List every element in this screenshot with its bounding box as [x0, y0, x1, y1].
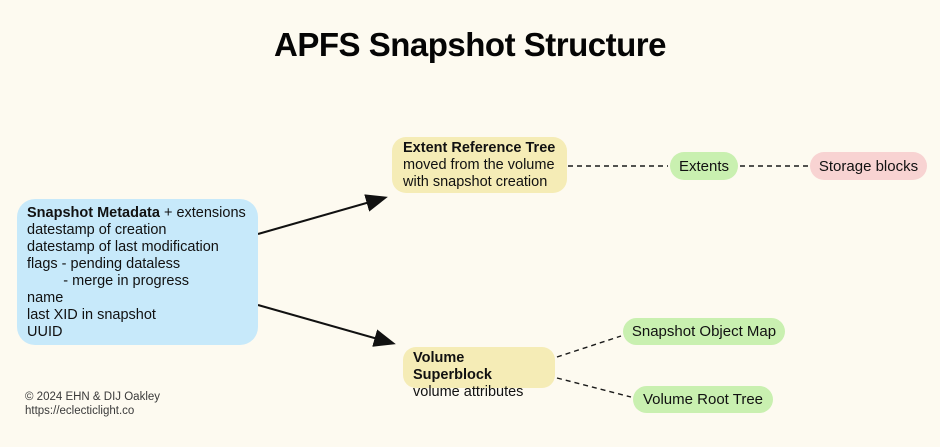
- volume-superblock-line: volume attributes: [413, 384, 524, 400]
- snapshot-metadata-title-line: Snapshot Metadata + extensions: [27, 205, 248, 222]
- dashed-superblock-to-object-map: [556, 335, 622, 358]
- snapshot-metadata-line: name: [27, 290, 64, 306]
- footer-url: https://eclecticlight.co: [25, 405, 135, 417]
- snapshot-metadata-line: UUID: [27, 324, 63, 340]
- page-title: APFS Snapshot Structure: [274, 26, 666, 63]
- volume-root-tree-label: Volume Root Tree: [642, 391, 764, 408]
- volume-superblock-box: Volume Superblock volume attributes: [403, 347, 555, 400]
- extent-reference-tree-line: moved from the volume: [403, 157, 555, 173]
- snapshot-metadata-line: datestamp of creation: [27, 222, 167, 238]
- extent-reference-tree-title: Extent Reference Tree: [403, 140, 556, 156]
- snapshot-metadata-line: datestamp of last modification: [27, 239, 219, 255]
- snapshot-metadata-title: Snapshot Metadata: [27, 205, 160, 221]
- snapshot-object-map-label: Snapshot Object Map: [631, 323, 777, 340]
- extent-reference-tree-box: Extent Reference Tree moved from the vol…: [392, 137, 567, 193]
- dashed-superblock-to-root-tree: [556, 377, 632, 398]
- snapshot-metadata-line: last XID in snapshot: [27, 307, 156, 323]
- extents-label: Extents: [678, 157, 730, 175]
- snapshot-object-map-node: Snapshot Object Map: [623, 318, 785, 345]
- extents-node: Extents: [670, 152, 738, 180]
- extent-reference-tree-line: with snapshot creation: [403, 174, 548, 190]
- volume-root-tree-node: Volume Root Tree: [633, 386, 773, 413]
- snapshot-metadata-title-suffix: + extensions: [159, 205, 246, 221]
- storage-blocks-node: Storage blocks: [810, 152, 927, 180]
- storage-blocks-label: Storage blocks: [818, 157, 919, 175]
- footer: © 2024 EHN & DIJ Oakley https://eclectic…: [25, 390, 160, 418]
- volume-superblock-title: Volume Superblock: [413, 350, 492, 383]
- copyright-text: © 2024 EHN & DIJ Oakley: [25, 391, 161, 403]
- arrow-metadata-to-volume-superblock: [257, 304, 396, 347]
- snapshot-metadata-line: flags - pending dataless: [27, 256, 181, 272]
- arrow-metadata-to-extent-tree: [257, 194, 388, 235]
- snapshot-metadata-line: - merge in progress: [27, 273, 189, 289]
- snapshot-metadata-box: Snapshot Metadata + extensions datestamp…: [17, 199, 258, 345]
